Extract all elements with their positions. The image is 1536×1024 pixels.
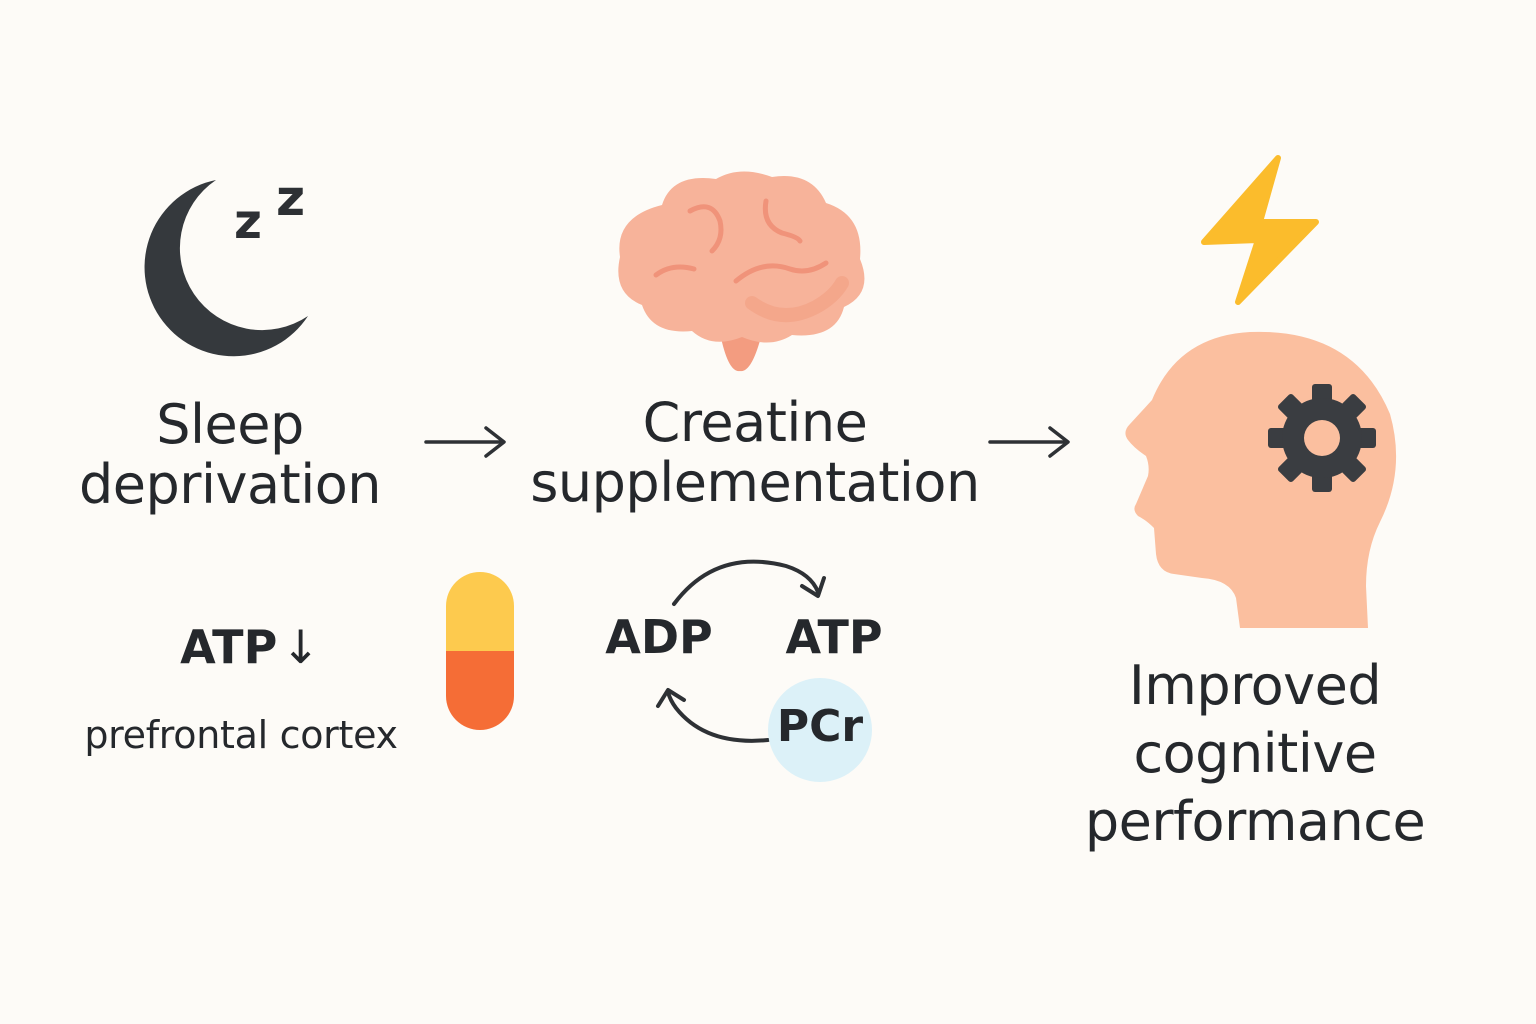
pcr-label: PCr [776,701,864,752]
outcome-line1: Improved [1128,654,1382,717]
creatine-supplementation-label: Creatine supplementation [500,391,1010,515]
cycle-arrow-bottom [656,688,770,743]
down-arrow-icon: ↓ [281,620,320,674]
moon-icon [144,180,308,357]
sleep-deprivation-label: Sleep deprivation [60,393,400,517]
moon-z-large: z [276,169,306,227]
sleep-line2: deprivation [79,453,381,517]
atp-text: ATP [180,620,278,674]
atp-cycle-label: ATP [785,610,883,664]
creatine-line1: Creatine [642,391,868,454]
improved-cognitive-performance-label: Improved cognitive performance [1050,652,1460,856]
cycle-arrow-top [672,559,826,606]
pcr-circle [768,678,872,782]
creatine-line2: supplementation [530,451,980,515]
outcome-line3: performance [1084,790,1426,854]
capsule-icon [446,572,514,730]
moon-z-small: z [234,194,262,250]
prefrontal-cortex-label: prefrontal cortex [84,713,398,757]
arrow-right-2 [988,426,1070,458]
outcome-line2: cognitive [1133,722,1377,786]
lightning-icon [1201,155,1319,305]
gear-icon [1268,384,1376,492]
sleep-line1: Sleep [156,393,304,456]
arrow-right-1 [424,426,506,458]
brain-icon [618,171,865,372]
adp-label: ADP [605,610,713,664]
atp-decrease-label: ATP↓ [150,620,350,674]
